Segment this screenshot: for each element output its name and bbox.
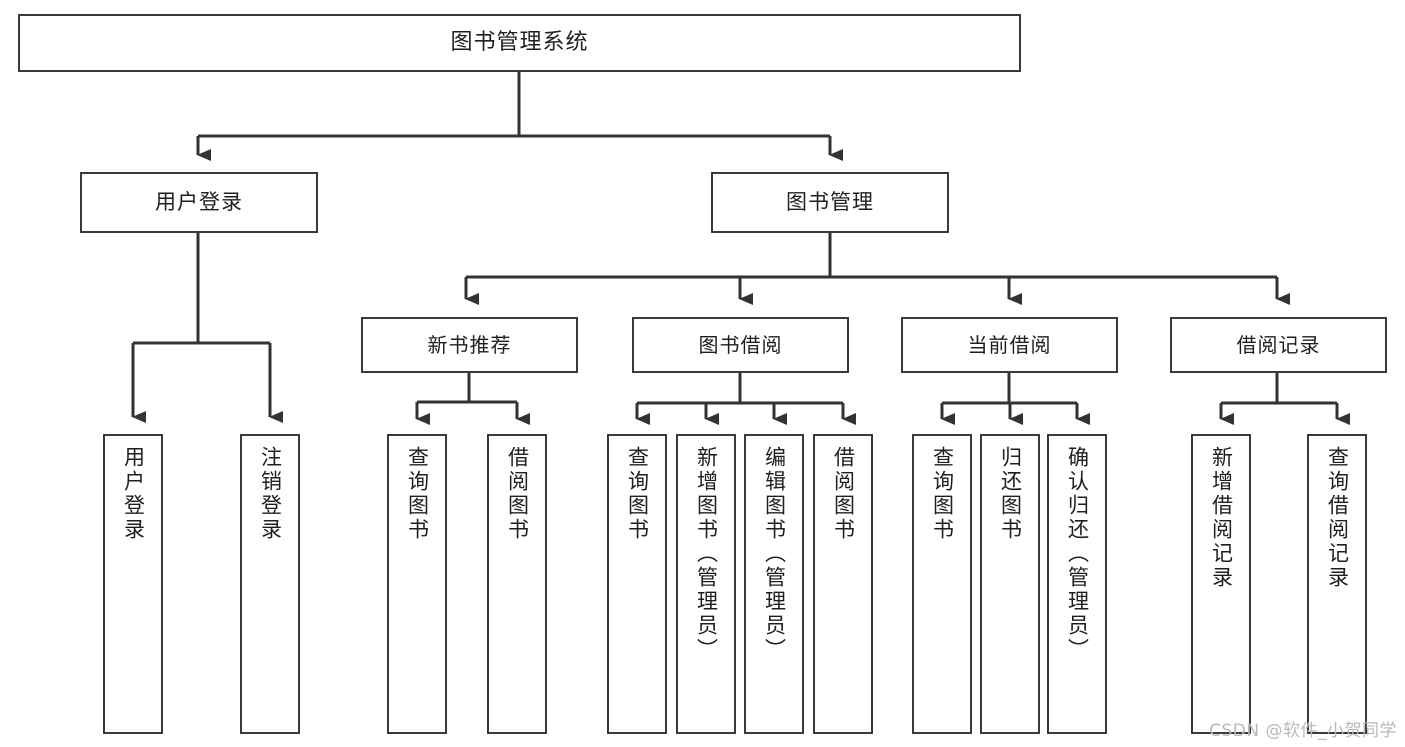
leaf-bookborrow-borrow-book-label: 借阅图书 [831,446,856,542]
node-new-book-recommend-label: 新书推荐 [427,332,512,357]
leaf-bookborrow-add-book-label: 新增图书（管理员） [694,446,719,662]
leaf-newbook-borrow-book-label: 借阅图书 [505,446,530,542]
leaf-bookborrow-borrow-book[interactable]: 借阅图书 [813,434,873,734]
leaf-borrowrecord-add-record-label: 新增借阅记录 [1209,446,1234,590]
node-user-login-label: 用户登录 [155,190,243,215]
leaf-bookborrow-query-book[interactable]: 查询图书 [607,434,667,734]
node-book-borrow[interactable]: 图书借阅 [632,317,849,373]
leaf-newbook-query-book[interactable]: 查询图书 [387,434,447,734]
leaf-bookborrow-edit-book-label: 编辑图书（管理员） [762,446,787,662]
watermark: CSDN @软件_小贺同学 [1209,721,1397,741]
leaf-newbook-borrow-book[interactable]: 借阅图书 [487,434,547,734]
node-root-label: 图书管理系统 [450,30,589,56]
leaf-currentborrow-confirm-return-label: 确认归还（管理员） [1065,446,1090,662]
leaf-logout-label: 注销登录 [258,446,283,542]
leaf-borrowrecord-query-record[interactable]: 查询借阅记录 [1307,434,1367,734]
node-root[interactable]: 图书管理系统 [18,14,1021,72]
node-user-login[interactable]: 用户登录 [80,172,318,233]
node-book-borrow-label: 图书借阅 [698,332,783,357]
leaf-currentborrow-query-book-label: 查询图书 [930,446,955,542]
leaf-borrowrecord-add-record[interactable]: 新增借阅记录 [1191,434,1251,734]
leaf-bookborrow-add-book[interactable]: 新增图书（管理员） [676,434,736,734]
leaf-newbook-query-book-label: 查询图书 [405,446,430,542]
node-book-management[interactable]: 图书管理 [711,172,949,233]
node-borrow-record[interactable]: 借阅记录 [1170,317,1387,373]
leaf-bookborrow-edit-book[interactable]: 编辑图书（管理员） [744,434,804,734]
leaf-currentborrow-return-book[interactable]: 归还图书 [980,434,1040,734]
leaf-currentborrow-query-book[interactable]: 查询图书 [912,434,972,734]
leaf-user-login[interactable]: 用户登录 [103,434,163,734]
node-current-borrow-label: 当前借阅 [967,332,1052,357]
node-current-borrow[interactable]: 当前借阅 [901,317,1118,373]
leaf-bookborrow-query-book-label: 查询图书 [625,446,650,542]
leaf-user-login-label: 用户登录 [121,446,146,542]
leaf-currentborrow-return-book-label: 归还图书 [998,446,1023,542]
leaf-borrowrecord-query-record-label: 查询借阅记录 [1325,446,1350,590]
node-new-book-recommend[interactable]: 新书推荐 [361,317,578,373]
leaf-currentborrow-confirm-return[interactable]: 确认归还（管理员） [1047,434,1107,734]
leaf-logout[interactable]: 注销登录 [240,434,300,734]
node-book-management-label: 图书管理 [786,190,874,215]
node-borrow-record-label: 借阅记录 [1236,332,1321,357]
